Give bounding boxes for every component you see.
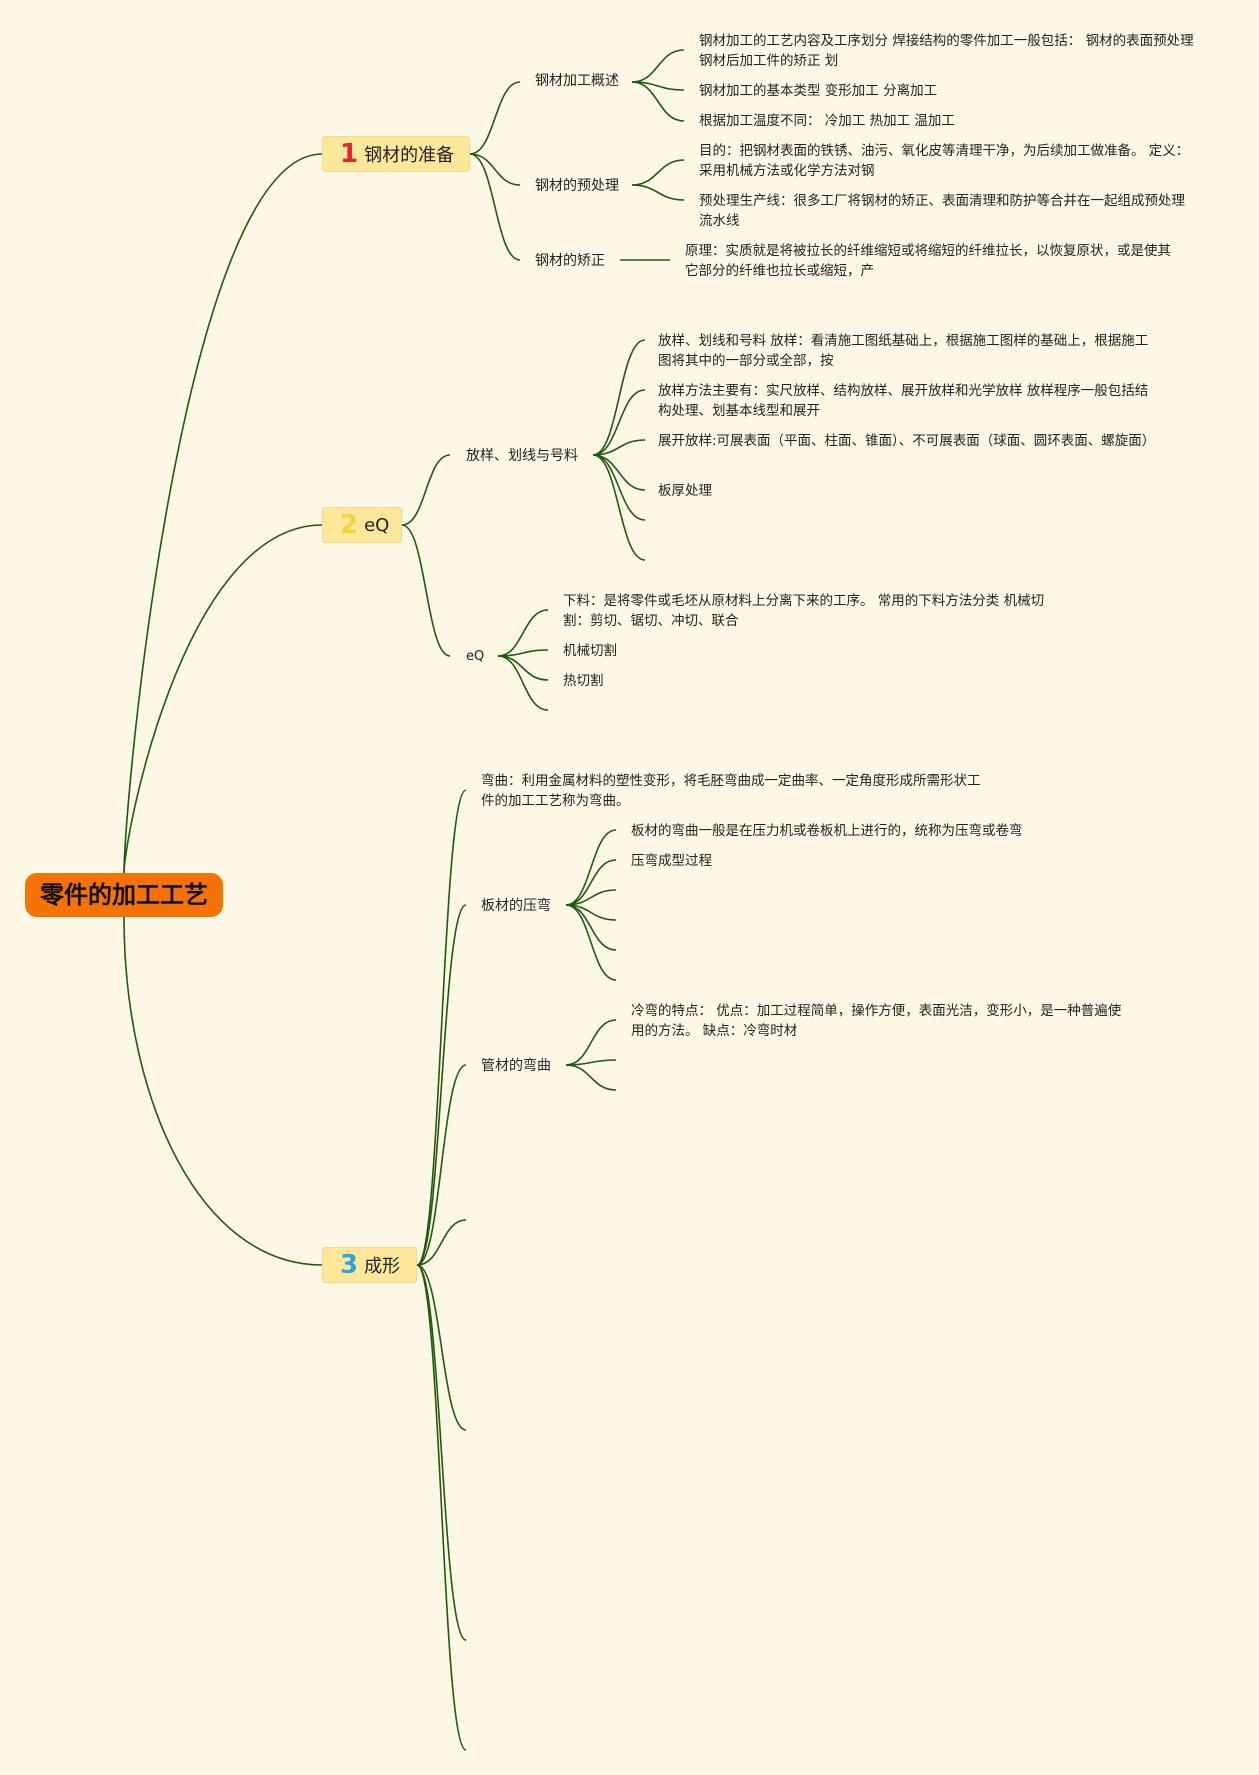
subtopic-steel-pretreatment[interactable]: 钢材的预处理 <box>535 178 619 194</box>
subtopic-steel-straightening[interactable]: 钢材的矫正 <box>535 253 605 269</box>
connector-line <box>565 859 617 906</box>
leaf-layout-methods[interactable]: 放样方法主要有：实尺放样、结构放样、展开放样和光学放样 放样程序一般包括结构处理… <box>658 383 1149 419</box>
connector-line <box>592 454 646 521</box>
number-1-icon: 1 <box>340 139 359 169</box>
connector-line <box>565 1064 617 1091</box>
topic-label: 成形 <box>364 1256 401 1277</box>
connector-line <box>497 655 549 681</box>
topic-label: 钢材的准备 <box>364 145 455 166</box>
topic-steel-preparation[interactable]: 1 钢材的准备 <box>322 136 470 172</box>
leaf-layout-definition[interactable]: 放样、划线和号料 放样：看清施工图纸基础上，根据施工图样的基础上，根据施工图将其… <box>658 333 1149 369</box>
subtopic-layout-marking[interactable]: 放样、划线与号料 <box>466 448 578 464</box>
connector-line <box>592 454 646 561</box>
leaf-plate-thickness[interactable]: 板厚处理 <box>658 483 712 499</box>
topic-eq[interactable]: 2 eQ <box>322 507 402 543</box>
number-2-icon: 2 <box>340 510 359 540</box>
leaf-blanking-definition[interactable]: 下料：是将零件或毛坯从原材料上分离下来的工序。 常用的下料方法分类 机械切割：剪… <box>563 593 1045 629</box>
root-topic[interactable]: 零件的加工工艺 <box>25 873 223 917</box>
connector-line <box>565 829 617 906</box>
leaf-processing-types[interactable]: 钢材加工的基本类型 变形加工 分离加工 <box>699 83 938 99</box>
subtopic-bending-definition[interactable]: 弯曲：利用金属材料的塑性变形，将毛胚弯曲成一定曲率、一定角度形成所需形状工件的加… <box>481 773 981 809</box>
connector-line <box>565 904 617 981</box>
leaf-straightening-principle[interactable]: 原理：实质就是将被拉长的纤维缩短或将缩短的纤维拉长，以恢复原状，或是使其它部分的… <box>685 243 1171 279</box>
connector-line <box>416 904 467 1266</box>
leaf-temperature-types[interactable]: 根据加工温度不同： 冷加工 热加工 温加工 <box>699 113 955 129</box>
connector-line <box>401 524 451 657</box>
subtopic-eq[interactable]: eQ <box>466 649 485 664</box>
connector-line <box>592 454 646 491</box>
topic-label: eQ <box>364 514 390 536</box>
leaf-plate-bending-method[interactable]: 板材的弯曲一般是在压力机或卷板机上进行的，统称为压弯或卷弯 <box>631 823 1023 839</box>
connector-line <box>592 389 646 456</box>
connector-line <box>469 81 521 155</box>
connector-line <box>592 339 646 456</box>
root-to-topic-1 <box>123 153 323 874</box>
connector-line <box>469 153 521 186</box>
connector-line <box>631 81 685 122</box>
connector-line <box>497 609 549 657</box>
leaf-process-content[interactable]: 钢材加工的工艺内容及工序划分 焊接结构的零件加工一般包括： 钢材的表面预处理 钢… <box>699 33 1194 69</box>
leaf-development-layout[interactable]: 展开放样:可展表面（平面、柱面、锥面）、不可展表面（球面、圆环表面、螺旋面） <box>658 433 1156 449</box>
subtopic-steel-processing-overview[interactable]: 钢材加工概述 <box>535 73 619 89</box>
connector-line <box>416 1264 467 1431</box>
root-to-topic-2 <box>123 524 323 874</box>
subtopic-tube-bending[interactable]: 管材的弯曲 <box>481 1058 551 1074</box>
connector-line <box>631 49 685 83</box>
root-to-topic-3 <box>123 916 323 1266</box>
leaf-pretreatment-purpose[interactable]: 目的：把钢材表面的铁锈、油污、氧化皮等清理干净，为后续加工做准备。 定义：采用机… <box>699 143 1190 179</box>
subtopic-plate-pressing[interactable]: 板材的压弯 <box>481 898 551 914</box>
connector-line <box>497 655 549 711</box>
connector-line <box>565 1059 617 1066</box>
connector-line <box>416 1264 467 1641</box>
topic-forming[interactable]: 3 成形 <box>322 1247 417 1283</box>
connector-line <box>416 1064 467 1266</box>
connector-line <box>416 1264 467 1751</box>
connector-line <box>565 1019 617 1066</box>
leaf-press-forming-process[interactable]: 压弯成型过程 <box>631 853 712 869</box>
connector-line <box>416 789 467 1266</box>
connector-line <box>592 439 646 456</box>
leaf-thermal-cutting[interactable]: 热切割 <box>563 673 604 689</box>
connector-line <box>401 454 451 526</box>
number-3-icon: 3 <box>340 1250 359 1280</box>
connector-line <box>416 1219 467 1266</box>
connector-line <box>631 159 685 186</box>
connector-line <box>631 184 685 201</box>
connector-line <box>469 153 521 261</box>
leaf-cold-bending-features[interactable]: 冷弯的特点： 优点：加工过程简单，操作方便，表面光洁，变形小，是一种普遍使用的方… <box>631 1003 1122 1039</box>
connector-line <box>497 649 549 657</box>
leaf-mechanical-cutting[interactable]: 机械切割 <box>563 643 617 659</box>
leaf-pretreatment-line[interactable]: 预处理生产线：很多工厂将钢材的矫正、表面清理和防护等合并在一起组成预处理流水线 <box>699 193 1185 229</box>
